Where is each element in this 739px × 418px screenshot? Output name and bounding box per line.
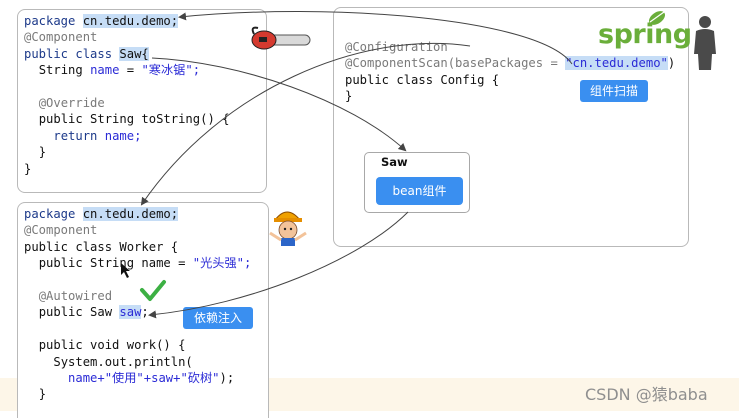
worker-field-value: "光头强"; bbox=[192, 256, 252, 271]
worker-component-annotation: @Component bbox=[24, 223, 98, 238]
spring-logo-text: spring bbox=[598, 19, 692, 50]
worker-character-icon bbox=[269, 211, 307, 246]
spring-leaf-icon bbox=[648, 11, 666, 25]
saw-tostring-signature: public String toString() { bbox=[38, 112, 230, 127]
dependency-injection-tag: 依赖注入 bbox=[183, 307, 253, 329]
saw-class-name: Saw{ bbox=[119, 46, 149, 61]
worker-saw-declaration: public Saw bbox=[38, 305, 113, 320]
scan-to-saw-package-arrow bbox=[178, 11, 573, 65]
saw-return-keyword: return bbox=[53, 128, 98, 143]
config-class-close: } bbox=[345, 89, 353, 104]
worker-class-declaration: public class Worker { bbox=[24, 239, 179, 254]
saw-class-close: } bbox=[24, 161, 32, 176]
person-silhouette-icon bbox=[694, 16, 716, 70]
worker-method-close: } bbox=[38, 387, 47, 402]
worker-package-keyword: package bbox=[24, 207, 76, 221]
saw-method-close: } bbox=[38, 145, 47, 160]
saw-package-keyword: package bbox=[24, 14, 76, 28]
worker-println-args-a: name+ bbox=[68, 371, 105, 386]
bean-to-worker-injection-arrow bbox=[148, 211, 409, 319]
saw-override-annotation: @Override bbox=[38, 96, 105, 111]
config-scan-value: "cn.tedu.demo" bbox=[565, 56, 668, 71]
saw-to-bean-arrow bbox=[151, 57, 407, 152]
config-componentscan-annotation: @ComponentScan(basePackages = bbox=[345, 56, 558, 71]
scan-to-worker-package-arrow bbox=[140, 42, 471, 206]
worker-println-end: ); bbox=[219, 371, 235, 386]
component-scan-tag: 组件扫描 bbox=[580, 80, 648, 102]
saw-field-value: "寒冰锯"; bbox=[141, 63, 201, 78]
worker-println-call: System.out.println( bbox=[53, 354, 193, 369]
worker-println-string-b: "砍树" bbox=[180, 371, 220, 386]
saw-class-code: package cn.tedu.demo; @Component public … bbox=[24, 13, 229, 177]
check-mark-icon bbox=[140, 280, 166, 301]
bean-component-chip: bean组件 bbox=[376, 177, 463, 205]
worker-autowired-annotation: @Autowired bbox=[38, 289, 113, 304]
worker-saw-variable: saw bbox=[119, 305, 142, 320]
worker-println-args-b: +saw+ bbox=[143, 371, 181, 386]
saw-package-name: cn.tedu.demo; bbox=[82, 14, 179, 28]
worker-work-signature: public void work() { bbox=[38, 338, 186, 353]
saw-return-value: name; bbox=[104, 128, 142, 143]
csdn-watermark: CSDN @猿baba bbox=[585, 385, 708, 404]
worker-println-string-a: "使用" bbox=[104, 371, 144, 386]
mouse-cursor-icon bbox=[121, 263, 130, 278]
worker-saw-semicolon: ; bbox=[141, 305, 149, 320]
worker-class-code: package cn.tedu.demo; @Component public … bbox=[24, 206, 251, 403]
config-class-declaration: public class Config { bbox=[345, 72, 500, 87]
saw-field-type: String bbox=[38, 63, 83, 78]
saw-component-annotation: @Component bbox=[24, 30, 98, 45]
chainsaw-icon bbox=[251, 26, 311, 50]
saw-field-name: name bbox=[90, 63, 120, 78]
config-scan-close: ) bbox=[667, 56, 676, 71]
saw-class-panel bbox=[17, 9, 267, 193]
worker-package-name: cn.tedu.demo; bbox=[82, 207, 179, 221]
bean-container-title: Saw bbox=[381, 155, 408, 169]
saw-class-keyword: public class bbox=[24, 46, 113, 61]
saw-field-equals: = bbox=[126, 63, 135, 78]
